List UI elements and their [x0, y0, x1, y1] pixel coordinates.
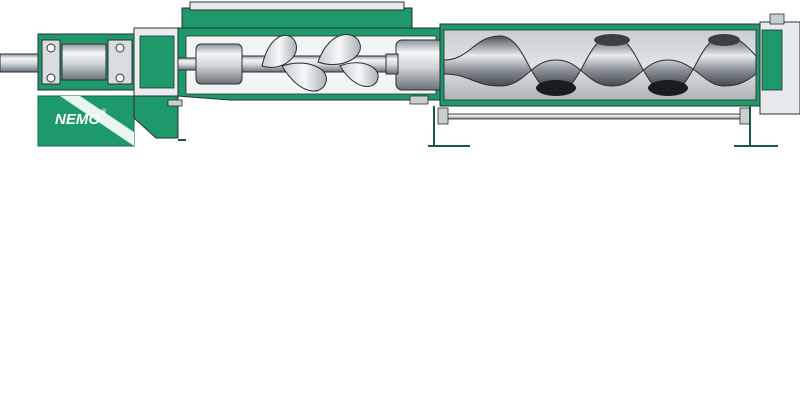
- universal-joint: [385, 39, 445, 91]
- support-foot-left: [133, 95, 183, 139]
- brand-logo: NEMO ®: [37, 95, 135, 147]
- tie-rod: [437, 107, 751, 125]
- drive-shaft: [0, 53, 45, 73]
- logo-registered-mark: ®: [101, 108, 107, 116]
- logo-text: NEMO: [55, 111, 100, 128]
- discharge-flange: [759, 13, 800, 115]
- auger-screw: [261, 34, 379, 92]
- bearing-housing: [37, 27, 179, 97]
- support-feet: [178, 106, 778, 147]
- rotor: [443, 34, 757, 96]
